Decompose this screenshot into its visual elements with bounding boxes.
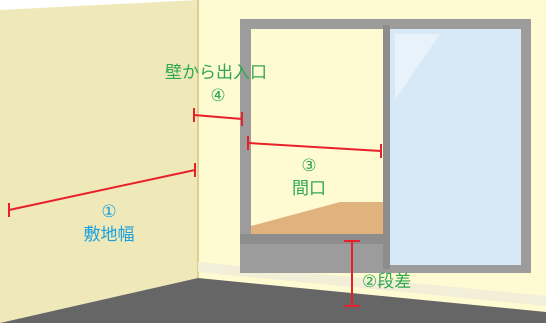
step-label: ②段差 [362,272,412,292]
floor [0,278,546,323]
floor-seen-through-window [251,202,383,234]
measure-opening-line [247,142,382,152]
wall-entrance-label-text: 壁から出入口 [165,63,267,83]
window-sill [240,234,383,244]
opening-label-number: ③ [301,156,317,176]
width-label-number: ① [101,202,117,222]
window-mullion [383,25,390,269]
glass-highlight [395,34,440,100]
left-opening [251,29,383,234]
width-label-text: 敷地幅 [83,225,135,245]
wall-entrance-label-number: ④ [210,86,226,106]
left-wall [0,0,198,323]
measure-wall-entrance-line [193,114,243,120]
opening-label-text: 間口 [292,179,326,199]
measure-width-line [8,169,196,211]
